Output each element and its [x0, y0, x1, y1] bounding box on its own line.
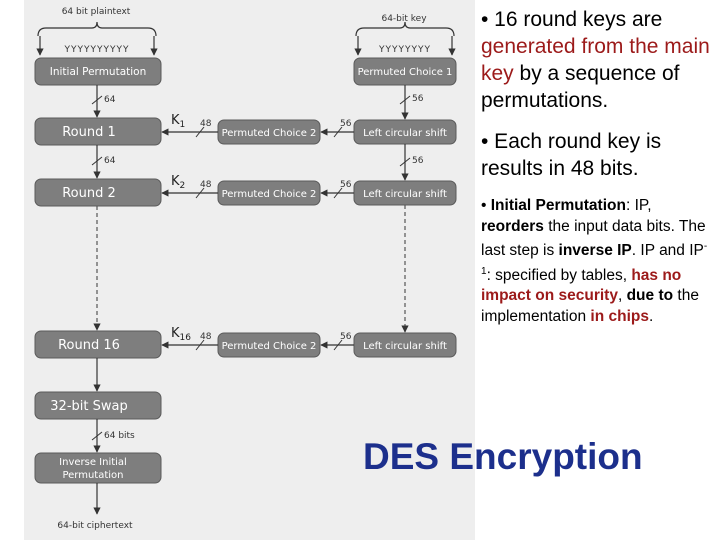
initial-permutation-box: Initial Permutation [34, 57, 162, 86]
key-brace [355, 21, 455, 37]
left-shift-2-box: Left circular shift [353, 180, 457, 206]
key-label: 64-bit key [381, 14, 427, 24]
key-flow-round-1: 56 48 K1 [161, 113, 354, 138]
svg-text:48: 48 [200, 119, 212, 129]
svg-text:56: 56 [412, 156, 424, 166]
svg-text:Initial Permutation: Initial Permutation [50, 66, 147, 78]
svg-text:Round 2: Round 2 [62, 186, 116, 201]
svg-text:56: 56 [340, 332, 352, 342]
permuted-choice-2-box-16: Permuted Choice 2 [217, 332, 321, 358]
svg-text:Inverse Initial: Inverse Initial [59, 457, 127, 468]
plaintext-brace [37, 21, 157, 37]
svg-text:64: 64 [104, 95, 116, 105]
svg-text:48: 48 [200, 180, 212, 190]
permuted-choice-1-box: Permuted Choice 1 [353, 57, 457, 86]
round-1-box: Round 1 [34, 117, 162, 146]
key-flow-round-2: 56 48 K2 [161, 174, 354, 199]
svg-text:Permuted Choice 2: Permuted Choice 2 [222, 189, 317, 200]
svg-text:Permutation: Permutation [62, 470, 123, 481]
permuted-choice-2-box-1: Permuted Choice 2 [217, 119, 321, 145]
svg-text:56: 56 [340, 180, 352, 190]
des-diagram: 64 bit plaintext 64-bit key YYYYYYYYYY Y… [24, 0, 475, 540]
text-panel: • 16 round keys are generated from the m… [481, 6, 715, 327]
svg-text:64 bits: 64 bits [104, 431, 135, 441]
key-flow-round-16: 56 48 K16 [161, 326, 354, 351]
slide-title: DES Encryption [363, 436, 643, 477]
left-shift-16-box: Left circular shift [353, 332, 457, 358]
svg-text:32-bit Swap: 32-bit Swap [50, 399, 127, 414]
svg-text:K16: K16 [171, 326, 191, 343]
svg-text:Permuted Choice 2: Permuted Choice 2 [222, 341, 317, 352]
svg-text:Permuted Choice 2: Permuted Choice 2 [222, 128, 317, 139]
inverse-permutation-box: Inverse Initial Permutation [34, 452, 162, 484]
svg-text:56: 56 [340, 119, 352, 129]
svg-text:Round 16: Round 16 [58, 338, 120, 353]
swap-box: 32-bit Swap [34, 391, 162, 420]
round-16-box: Round 16 [34, 330, 162, 359]
left-column-arrows: 64 64 64 bits [91, 85, 135, 515]
svg-text:K2: K2 [171, 174, 185, 191]
bullet-initial-permutation: • Initial Permutation: IP, reorders the … [481, 197, 708, 325]
permuted-choice-2-box-2: Permuted Choice 2 [217, 180, 321, 206]
svg-text:YYYYYYYYYY: YYYYYYYYYY [64, 45, 130, 55]
svg-text:YYYYYYYY: YYYYYYYY [378, 45, 431, 55]
plaintext-label: 64 bit plaintext [62, 7, 131, 17]
right-column-arrows: 56 56 [399, 85, 424, 333]
ciphertext-label: 64-bit ciphertext [57, 521, 133, 531]
key-input-arrows: YYYYYYYY [354, 36, 456, 56]
svg-text:64: 64 [104, 156, 116, 166]
svg-text:Left circular shift: Left circular shift [363, 341, 447, 352]
bullet-48-bits: • Each round key is results in 48 bits. [481, 130, 662, 180]
left-shift-1-box: Left circular shift [353, 119, 457, 145]
svg-text:K1: K1 [171, 113, 185, 130]
svg-text:Left circular shift: Left circular shift [363, 189, 447, 200]
svg-text:Round 1: Round 1 [62, 125, 116, 140]
plaintext-input-arrows: YYYYYYYYYY [36, 36, 158, 56]
round-2-box: Round 2 [34, 178, 162, 207]
bullet-round-keys: • 16 round keys are generated from the m… [481, 8, 710, 112]
svg-text:Left circular shift: Left circular shift [363, 128, 447, 139]
svg-text:56: 56 [412, 94, 424, 104]
svg-text:Permuted Choice 1: Permuted Choice 1 [358, 67, 453, 78]
svg-text:48: 48 [200, 332, 212, 342]
